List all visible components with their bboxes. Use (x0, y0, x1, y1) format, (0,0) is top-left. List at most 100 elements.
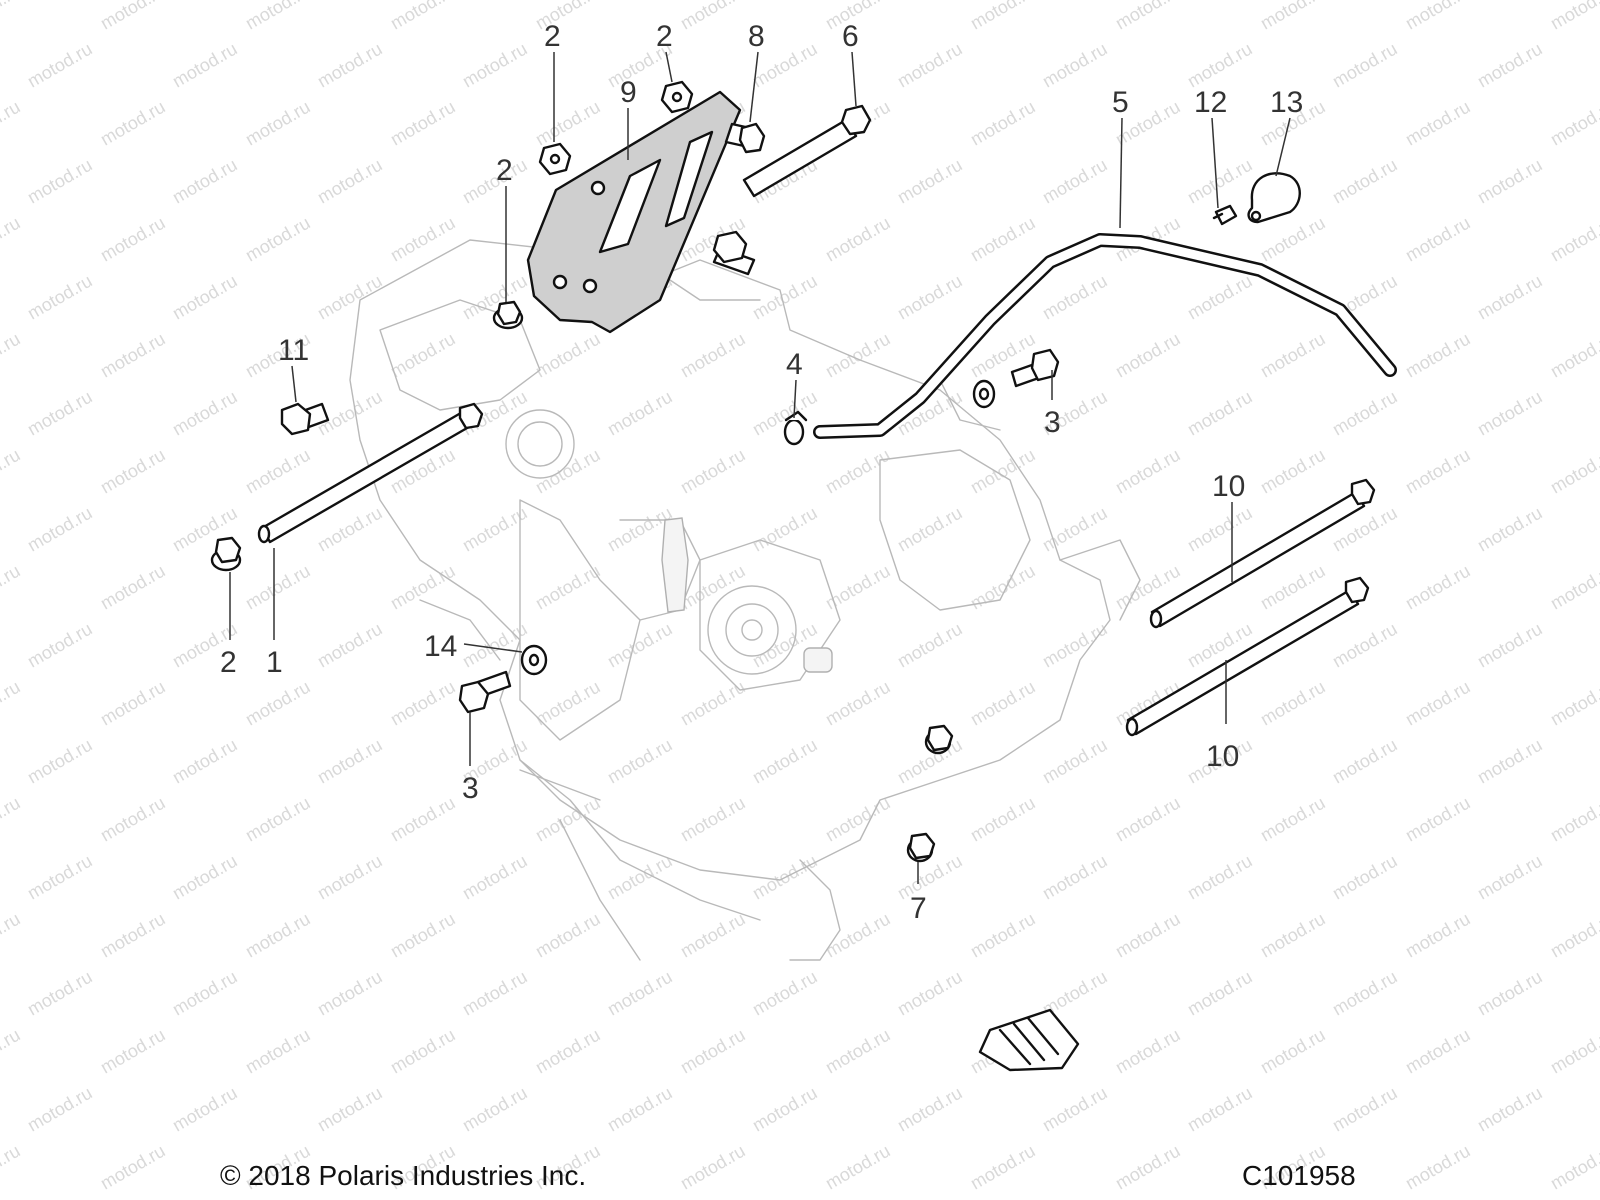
bracket-plate[interactable] (526, 90, 742, 334)
callout-8: 8 (748, 20, 765, 53)
hose-clamp[interactable] (783, 410, 808, 446)
callout-14: 14 (424, 630, 457, 663)
push-rivet[interactable] (1212, 204, 1238, 226)
watermark-text: motod.ru (1474, 503, 1546, 556)
watermark-text: motod.ru (1402, 329, 1474, 382)
watermark-text: motod.ru (1402, 1141, 1474, 1194)
bolt-unlabeled[interactable] (712, 230, 756, 276)
watermark-text: motod.ru (314, 271, 386, 324)
watermark-text: motod.ru (314, 851, 386, 904)
nut-2-top-left[interactable] (538, 142, 572, 176)
watermark-text: motod.ru (1547, 909, 1600, 962)
watermark-text: motod.ru (677, 1141, 749, 1194)
bolt-3-left[interactable] (458, 670, 512, 714)
watermark-text: motod.ru (1474, 851, 1546, 904)
watermark-text: motod.ru (1402, 561, 1474, 614)
watermark-text: motod.ru (242, 97, 314, 150)
watermark-text: motod.ru (169, 735, 241, 788)
nut-7-lower[interactable] (906, 832, 936, 863)
watermark-text: motod.ru (532, 1025, 604, 1078)
bolt-11[interactable] (280, 402, 330, 436)
watermark-text: motod.ru (1474, 619, 1546, 672)
watermark-text: motod.ru (532, 793, 604, 846)
watermark-text: motod.ru (1329, 619, 1401, 672)
watermark-text: motod.ru (242, 213, 314, 266)
callout-7: 7 (910, 892, 927, 925)
callout-13: 13 (1270, 86, 1303, 119)
watermark-text: motod.ru (894, 619, 966, 672)
nut-2-flange[interactable] (492, 300, 524, 330)
watermark-text: motod.ru (0, 0, 24, 33)
watermark-text: motod.ru (1474, 387, 1546, 440)
watermark-text: motod.ru (387, 0, 459, 33)
watermark-text: motod.ru (97, 677, 169, 730)
watermark-text: motod.ru (1257, 0, 1329, 33)
watermark-text: motod.ru (24, 39, 96, 92)
long-bolt-10-upper[interactable] (1149, 478, 1376, 629)
watermark-text: motod.ru (242, 793, 314, 846)
nut-2-left[interactable] (210, 536, 242, 572)
watermark-text: motod.ru (894, 155, 966, 208)
washer-14[interactable] (520, 644, 548, 676)
watermark-text: motod.ru (1402, 97, 1474, 150)
watermark-text: motod.ru (387, 213, 459, 266)
tube-line[interactable] (813, 233, 1397, 439)
watermark-text: motod.ru (1039, 271, 1111, 324)
watermark-text: motod.ru (459, 851, 531, 904)
bolt-8[interactable] (724, 122, 766, 154)
watermark-text: motod.ru (894, 967, 966, 1020)
watermark-text: motod.ru (532, 329, 604, 382)
watermark-text: motod.ru (1039, 39, 1111, 92)
watermark-text: motod.ru (677, 0, 749, 33)
callout-2: 2 (544, 20, 561, 53)
watermark-text: motod.ru (1039, 735, 1111, 788)
watermark-text: motod.ru (1402, 213, 1474, 266)
long-stud-1[interactable] (257, 402, 484, 544)
long-bolt-6[interactable] (742, 104, 872, 198)
watermark-text: motod.ru (1329, 735, 1401, 788)
watermark-text: motod.ru (604, 851, 676, 904)
long-bolt-10-lower[interactable] (1125, 576, 1370, 737)
watermark-text: motod.ru (242, 1025, 314, 1078)
watermark-text: motod.ru (604, 967, 676, 1020)
washer-3-right[interactable] (972, 379, 996, 409)
callout-4: 4 (786, 348, 803, 381)
watermark-text: motod.ru (242, 0, 314, 33)
nut-2-top-right[interactable] (660, 80, 694, 114)
watermark-text: motod.ru (1402, 793, 1474, 846)
watermark-text: motod.ru (677, 329, 749, 382)
watermark-text: motod.ru (604, 387, 676, 440)
nut-7-upper[interactable] (924, 724, 954, 755)
watermark-text: motod.ru (387, 677, 459, 730)
grip-sleeve (978, 1008, 1080, 1072)
watermark-text: motod.ru (894, 271, 966, 324)
watermark-text: motod.ru (532, 0, 604, 33)
watermark-text: motod.ru (1184, 387, 1256, 440)
watermark-text: motod.ru (1474, 1083, 1546, 1136)
watermark-text: motod.ru (1184, 1083, 1256, 1136)
watermark-text: motod.ru (749, 1083, 821, 1136)
watermark-text: motod.ru (1112, 793, 1184, 846)
watermark-text: motod.ru (97, 445, 169, 498)
tube-clip[interactable] (1247, 172, 1301, 224)
watermark-text: motod.ru (1547, 213, 1600, 266)
watermark-text: motod.ru (894, 1083, 966, 1136)
watermark-text: motod.ru (169, 155, 241, 208)
watermark-text: motod.ru (677, 909, 749, 962)
callout-2: 2 (656, 20, 673, 53)
watermark-text: motod.ru (1329, 39, 1401, 92)
watermark-text: motod.ru (749, 967, 821, 1020)
watermark-text: motod.ru (1474, 271, 1546, 324)
watermark-text: motod.ru (0, 793, 24, 846)
watermark-text: motod.ru (0, 909, 24, 962)
watermark-text: motod.ru (1474, 967, 1546, 1020)
watermark-text: motod.ru (967, 445, 1039, 498)
watermark-text: motod.ru (97, 561, 169, 614)
watermark-text: motod.ru (24, 155, 96, 208)
watermark-text: motod.ru (1039, 155, 1111, 208)
watermark-text: motod.ru (169, 967, 241, 1020)
watermark-text: motod.ru (387, 909, 459, 962)
watermark-text: motod.ru (967, 1141, 1039, 1194)
watermark-text: motod.ru (24, 619, 96, 672)
